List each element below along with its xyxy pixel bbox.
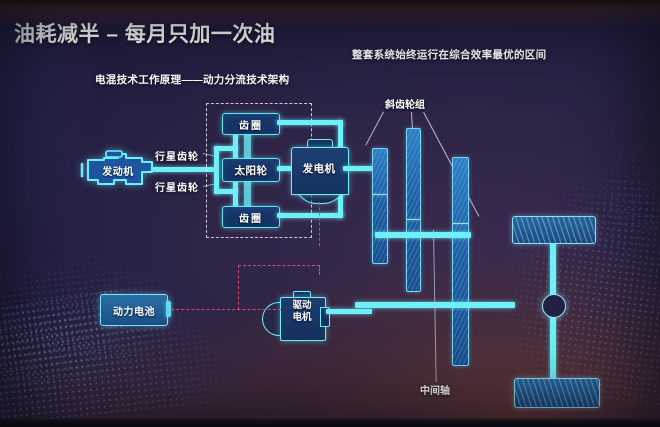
helical-gear-bar-3 xyxy=(452,157,469,366)
power-battery-label: 动力电池 xyxy=(113,306,155,318)
drive-motor: 驱动 电机 xyxy=(262,291,330,341)
projector-top-edge xyxy=(0,0,660,10)
engine-output-shaft xyxy=(152,167,214,172)
carrier-arm-top xyxy=(214,146,238,151)
background-left-glow xyxy=(0,0,240,427)
sun-gear: 太阳轮 xyxy=(222,158,280,182)
engine-icon: 发动机 xyxy=(78,150,158,188)
upper-transfer-shaft xyxy=(375,232,471,238)
generator-label: 发电机 xyxy=(302,163,336,175)
slide-headline-right: 整套系统始终运行在综合效率最优的区间 xyxy=(352,49,547,61)
slide-subtitle: 电混技术工作原理——动力分流技术架构 xyxy=(95,74,290,86)
helical-gear-set-label: 斜齿轮组 xyxy=(385,100,425,111)
generator-body xyxy=(291,147,349,195)
slide-title: 油耗减半 – 每月只加一次油 xyxy=(14,23,276,46)
differential-upper-shaft xyxy=(550,238,556,308)
carrier-arm-bottom xyxy=(214,189,238,194)
screen-bottom-edge xyxy=(0,418,660,427)
ring-gear-top: 齿圈 xyxy=(222,113,280,135)
power-cable-stub xyxy=(319,265,320,275)
ring-bottom-output-shaft xyxy=(277,213,343,218)
power-cable-top-run xyxy=(238,265,320,266)
gear-split-3 xyxy=(453,223,468,225)
planetary-gear-label-top: 行星齿轮 xyxy=(155,152,199,163)
power-cable-battery-to-motor xyxy=(171,309,281,310)
differential-hub xyxy=(542,294,566,318)
drive-motor-label-line2: 电机 xyxy=(292,312,312,323)
drive-motor-body xyxy=(280,297,326,341)
sun-gear-label: 太阳轮 xyxy=(234,164,268,177)
power-battery-terminal xyxy=(166,301,171,317)
ring-gear-bottom-label: 齿圈 xyxy=(239,213,263,225)
power-cable-riser xyxy=(238,265,239,310)
gear-split-2 xyxy=(407,219,420,221)
planetary-gear-label-bottom: 行星齿轮 xyxy=(155,183,199,194)
engine-label: 发动机 xyxy=(102,167,134,178)
final-drive-wheel-top xyxy=(512,216,596,244)
ring-gear-top-label: 齿圈 xyxy=(239,120,263,132)
final-drive-wheel-bottom xyxy=(514,378,600,408)
carrier-shaft-left xyxy=(214,146,219,194)
power-cable-to-generator xyxy=(319,202,320,246)
helical-gear-bar-1 xyxy=(372,148,388,264)
drive-motor-output-shaft xyxy=(326,309,372,314)
generator-output-shaft xyxy=(343,166,375,171)
drive-motor-label-line1: 驱动 xyxy=(292,300,312,311)
drive-motor-output-boss xyxy=(320,307,330,327)
ring-top-output-shaft xyxy=(277,120,343,125)
gear-split-1 xyxy=(373,194,387,196)
drive-motor-label: 驱动 电机 xyxy=(280,300,324,324)
intermediate-shaft-label: 中间轴 xyxy=(420,386,450,397)
power-battery: 动力电池 xyxy=(100,294,168,326)
generator: 发电机 xyxy=(291,139,349,204)
helical-gear-bar-2 xyxy=(406,128,421,292)
differential-lower-shaft xyxy=(550,306,556,388)
ring-gear-bottom: 齿圈 xyxy=(222,206,280,228)
